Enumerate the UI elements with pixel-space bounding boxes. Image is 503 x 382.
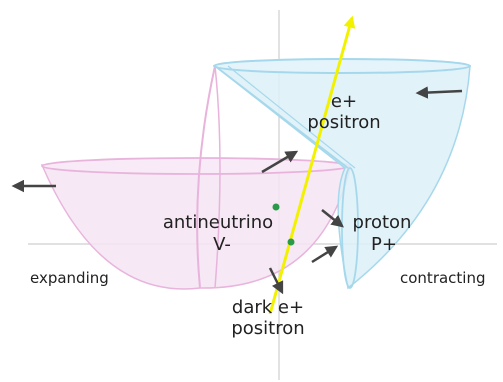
label-e-plus: e+ — [330, 91, 358, 112]
arrow-left-contracting — [415, 86, 463, 99]
label-dark-e-plus: dark e+ — [231, 297, 305, 318]
label-v-minus: V- — [213, 234, 231, 255]
label-positron-top: positron — [307, 112, 381, 133]
pink-expanding-cone — [40, 65, 351, 290]
arrow-up-proton — [311, 245, 339, 264]
event-dot — [287, 238, 295, 246]
yellow-worldline — [268, 15, 356, 315]
arrow-up-positron — [261, 150, 299, 174]
label-antineutrino: antineutrino — [162, 212, 274, 233]
arrow-down-dark-positron — [268, 267, 284, 295]
label-proton: proton — [352, 212, 412, 233]
label-contracting: contracting — [400, 269, 486, 287]
label-positron-bottom: positron — [231, 318, 305, 339]
arrow-to-proton — [321, 209, 344, 228]
antineutrino-dot — [272, 203, 280, 211]
label-expanding: expanding — [30, 269, 109, 287]
label-p-plus: P+ — [371, 234, 397, 255]
